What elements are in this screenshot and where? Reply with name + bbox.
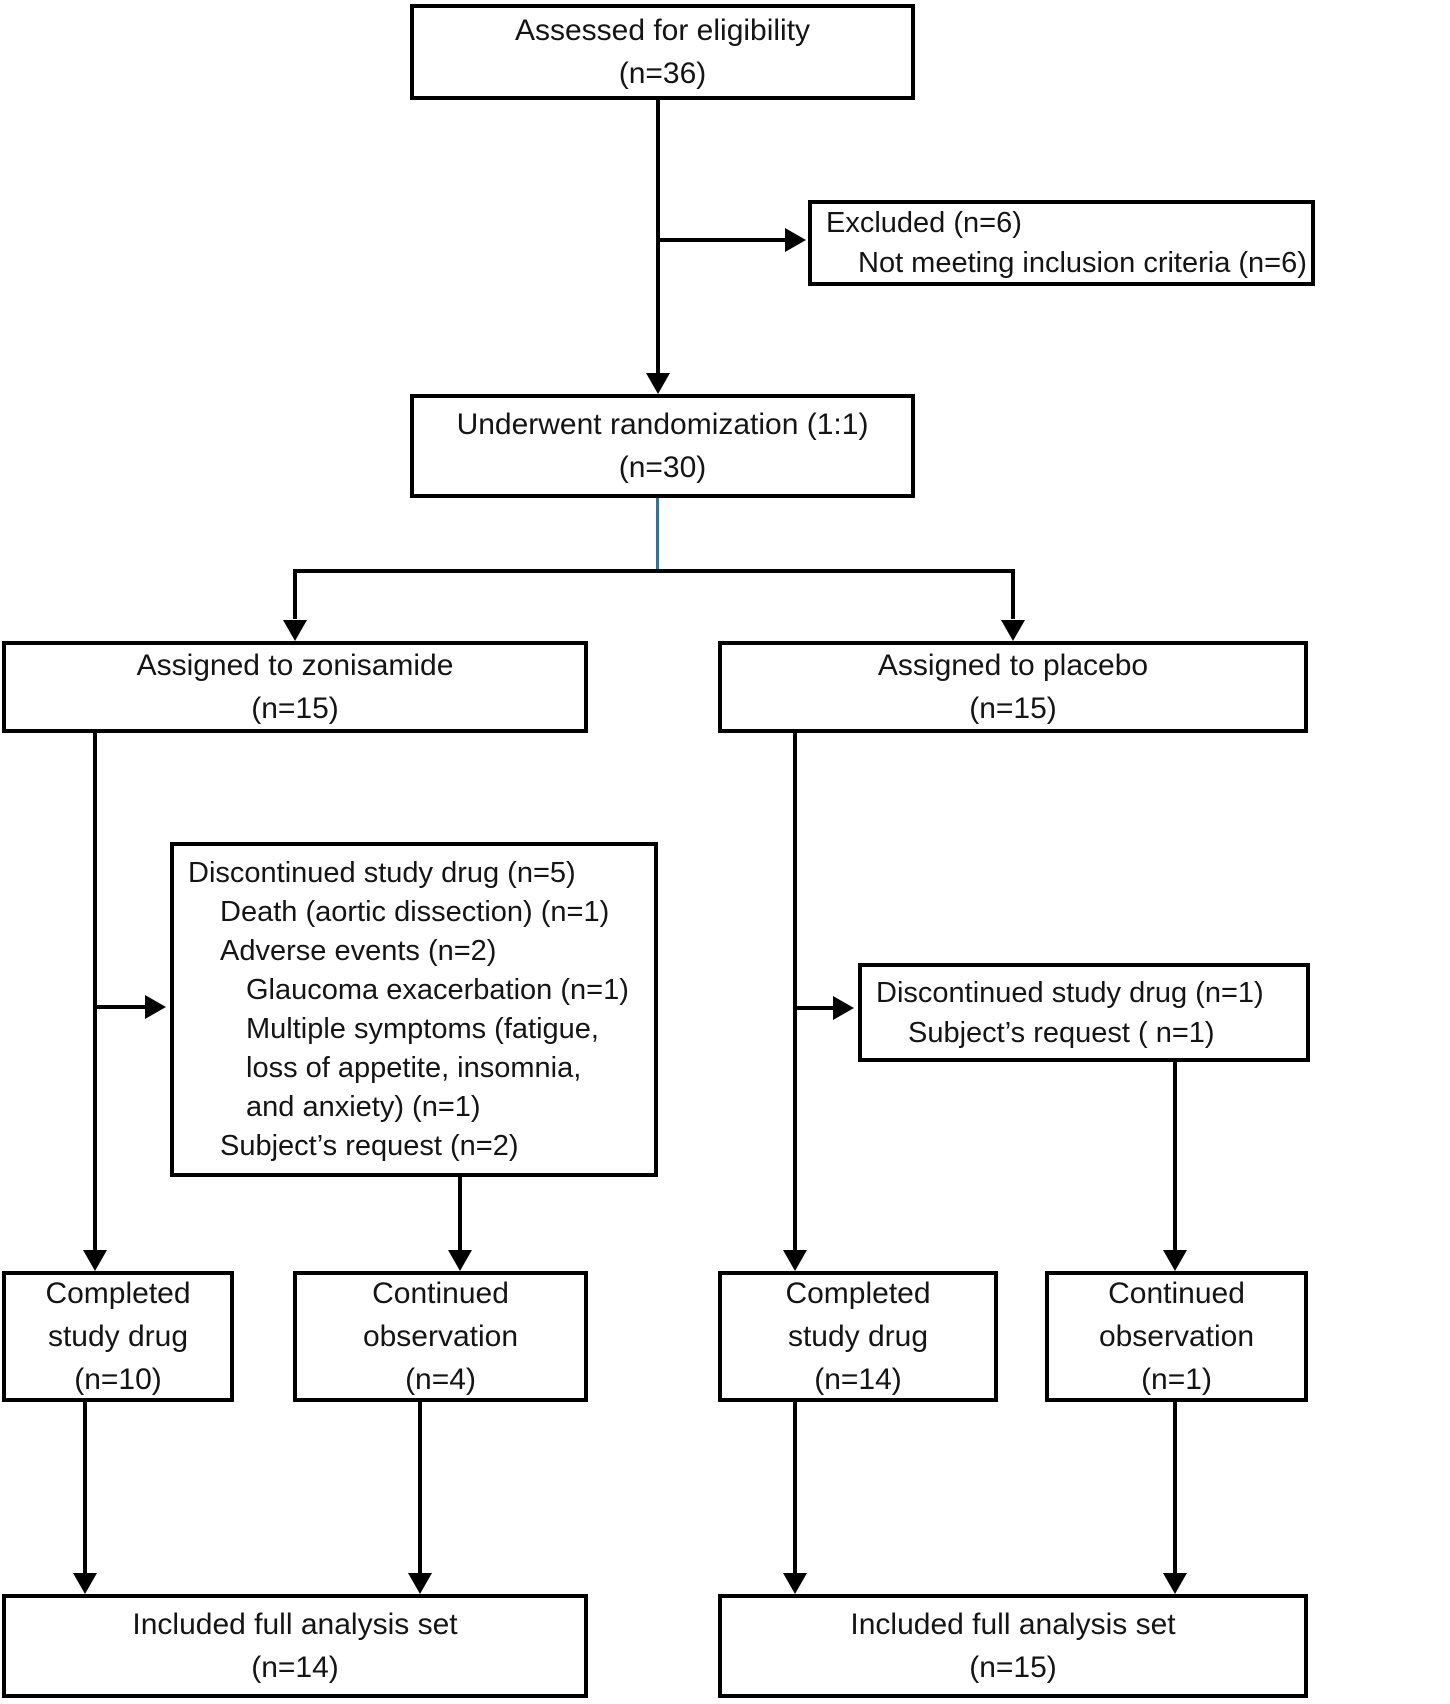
box-randomization: Underwent randomization (1:1) (n=30) [410,394,915,498]
connector-completed-to-included-placebo [793,1400,797,1574]
box-text-line: study drug [47,1320,189,1353]
arrowhead-down-icon [646,373,670,394]
box-text-line: (n=15) [969,692,1057,725]
connector-zonisamide-to-completed [93,731,97,1251]
box-text-line: Continued [372,1277,509,1310]
box-text-line: Assigned to placebo [877,649,1149,682]
arrowhead-down-icon [783,1250,807,1271]
box-text-line: Discontinued study drug (n=5) [188,856,576,889]
box-text-line: Death (aortic dissection) (n=1) [220,895,610,928]
box-text-line: Subject’s request (n=2) [220,1129,519,1162]
box-completed-drug-placebo: Completed study drug (n=14) [718,1271,998,1402]
box-text-line: Underwent randomization (1:1) [456,408,869,441]
connector-discontinued-to-continued-placebo [1173,1060,1177,1251]
box-text-line: (n=15) [251,692,339,725]
box-continued-observation-placebo: Continued observation (n=1) [1045,1271,1308,1402]
box-text-line: (n=4) [405,1363,476,1396]
box-text-line: Multiple symptoms (fatigue, [246,1012,599,1045]
connector-completed-to-included-zonisamide [83,1400,87,1574]
box-text-line: (n=14) [251,1651,339,1684]
box-text-line: Discontinued study drug (n=1) [876,976,1264,1009]
connector-to-discontinued-zonisamide [95,1005,145,1009]
box-text-line: Not meeting inclusion criteria (n=6) [858,247,1307,279]
box-text-line: Subject’s request ( n=1) [908,1016,1215,1049]
arrowhead-right-icon [833,996,854,1020]
box-text-line: (n=36) [618,57,707,90]
box-text-line: (n=1) [1141,1363,1212,1396]
box-completed-drug-zonisamide: Completed study drug (n=10) [2,1271,234,1402]
box-discontinued-placebo: Discontinued study drug (n=1) Subject’s … [858,963,1310,1062]
connector-branch-horizontal [293,569,1015,573]
arrowhead-down-icon [1163,1573,1187,1594]
box-text-line: Assessed for eligibility [514,14,811,47]
box-text-line: loss of appetite, insomnia, [246,1051,582,1084]
box-text-line: (n=30) [618,451,707,484]
box-text-line: observation [1098,1320,1255,1353]
arrowhead-down-icon [448,1250,472,1271]
box-text-line: Completed [45,1277,191,1310]
box-discontinued-zonisamide: Discontinued study drug (n=5) Death (aor… [170,842,658,1177]
arrowhead-right-icon [145,995,166,1019]
connector-randomization-to-branch [656,498,659,571]
box-full-analysis-placebo: Included full analysis set (n=15) [718,1594,1308,1698]
arrowhead-down-icon [1163,1250,1187,1271]
box-text-line: Included full analysis set [850,1608,1176,1641]
arrowhead-down-icon [73,1573,97,1594]
box-text-line: Continued [1108,1277,1245,1310]
arrowhead-down-icon [1001,620,1025,641]
connector-continued-to-included-placebo [1173,1400,1177,1574]
connector-continued-to-included-zonisamide [418,1400,422,1574]
box-text-line: (n=15) [969,1651,1057,1684]
box-text-line: study drug [787,1320,929,1353]
connector-to-excluded [658,238,786,242]
box-text-line: Completed [785,1277,931,1310]
box-text-line: and anxiety) (n=1) [246,1090,481,1123]
arrowhead-down-icon [783,1573,807,1594]
connector-branch-to-placebo [1011,569,1015,619]
connector-to-discontinued-placebo [795,1006,835,1010]
box-text-line: (n=10) [74,1363,162,1396]
arrowhead-right-icon [785,228,806,252]
arrowhead-down-icon [283,620,307,641]
box-assessed-eligibility: Assessed for eligibility (n=36) [410,4,915,100]
box-full-analysis-zonisamide: Included full analysis set (n=14) [2,1594,588,1698]
box-text-line: Adverse events (n=2) [220,934,497,967]
box-text-line: Glaucoma exacerbation (n=1) [246,973,629,1006]
box-text-line: observation [362,1320,519,1353]
arrowhead-down-icon [83,1250,107,1271]
box-assigned-zonisamide: Assigned to zonisamide (n=15) [2,641,588,733]
connector-discontinued-to-continued-zonisamide [458,1175,462,1251]
box-text-line: Assigned to zonisamide [136,649,454,682]
connector-branch-to-zonisamide [293,569,297,619]
box-text-line: (n=14) [814,1363,902,1396]
connector-placebo-to-completed [793,731,797,1251]
box-assigned-placebo: Assigned to placebo (n=15) [718,641,1308,733]
box-continued-observation-zonisamide: Continued observation (n=4) [293,1271,588,1402]
box-text-line: Included full analysis set [132,1608,458,1641]
box-text-line: Excluded (n=6) [826,207,1022,239]
box-excluded: Excluded (n=6) Not meeting inclusion cri… [808,200,1315,286]
arrowhead-down-icon [408,1573,432,1594]
